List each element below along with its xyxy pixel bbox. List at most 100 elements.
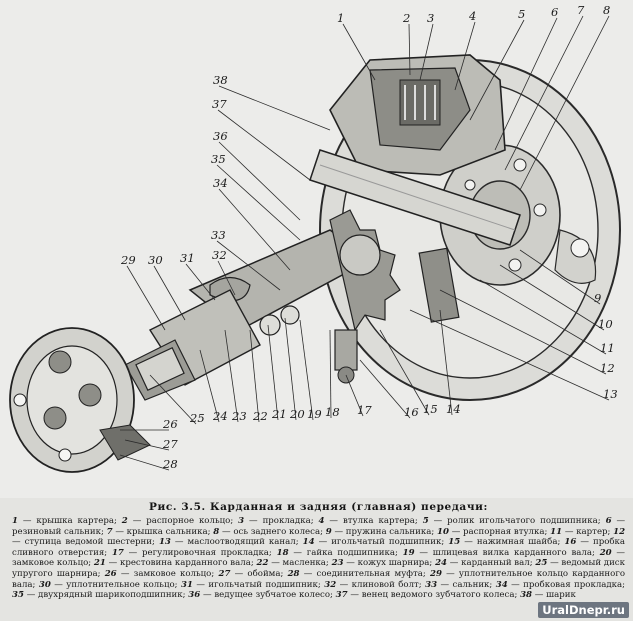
legend-item: 3 — прокладка;: [238, 516, 314, 526]
legend-number: 28: [287, 568, 300, 579]
legend-text: карданный вал;: [461, 558, 533, 569]
legend-text: замковое кольцо;: [133, 568, 215, 579]
legend-number: 33: [425, 579, 438, 590]
callout-number: 29: [120, 253, 136, 267]
legend-item: 16 — пробка сливного отверстия;: [12, 537, 625, 558]
legend-text: ступица ведомой шестерни;: [24, 537, 155, 548]
legend-number: 7: [106, 526, 113, 537]
legend-text: резиновый сальник;: [12, 526, 104, 537]
callout-number: 13: [603, 387, 618, 401]
legend-text: сальник;: [452, 579, 493, 590]
callout-leader-line: [216, 164, 301, 241]
legend-text: распорная втулка;: [463, 526, 548, 537]
legend-item: 7 — крышка сальника;: [106, 526, 211, 537]
legend-text: распорное кольцо;: [146, 516, 234, 526]
legend-item: 8 — ось заднего колеса;: [213, 526, 323, 537]
legend-text: маслоотводящий канал;: [187, 537, 299, 548]
legend-number: 10: [436, 526, 449, 537]
callout-leader-line: [218, 141, 301, 221]
legend-item: 2 — распорное кольцо;: [121, 516, 234, 526]
callout-number: 25: [189, 411, 205, 425]
callout-number: 2: [402, 11, 410, 25]
legend-number: 29: [429, 568, 442, 579]
callout-leader-line: [284, 317, 297, 421]
legend-item: 12 — ступица ведомой шестерни;: [12, 526, 625, 548]
callout-number: 34: [213, 176, 228, 190]
callout-number: 6: [551, 5, 558, 19]
legend-text: кожух шарнира;: [357, 558, 433, 569]
legend-item: 38 — шарик: [520, 590, 576, 601]
legend-number: 37: [335, 590, 348, 601]
legend-number: 11: [550, 526, 563, 537]
legend-number: 22: [256, 558, 269, 569]
legend-text: масленка;: [282, 558, 329, 569]
legend-text: пробковая прокладка;: [523, 579, 625, 590]
legend-item: 9 — пружина сальника;: [325, 526, 435, 537]
wheel-axle: [309, 149, 521, 246]
legend-text: пружина сальника;: [345, 526, 435, 537]
callout-number: 9: [594, 291, 601, 305]
caption-legend: 1 — крышка картера; 2 — распорное кольцо…: [12, 516, 625, 620]
legend-number: 21: [93, 558, 106, 569]
legend-item: 6 — резиновый сальник;: [12, 516, 625, 537]
legend-number: 27: [218, 568, 231, 579]
legend-text: шарик: [546, 590, 576, 601]
legend-text: прокладка;: [262, 516, 314, 526]
pinion-and-shaft: [188, 209, 460, 384]
legend-number: 2: [121, 516, 128, 526]
callout-leader-line: [153, 265, 186, 321]
legend-text: ролик игольчатого подшипника;: [447, 516, 601, 526]
gear-cover: [329, 54, 506, 176]
callout-leader-line: [409, 309, 610, 401]
callout-number: 3: [427, 11, 434, 25]
legend-text: крестовина карданного вала;: [119, 558, 254, 569]
legend-item: 37 — венец ведомого зубчатого колеса;: [335, 590, 518, 601]
legend-number: 31: [180, 579, 193, 590]
callout-number: 32: [212, 248, 227, 262]
legend-text: ведущее зубчатое колесо;: [214, 590, 333, 601]
legend-item: 18 — гайка подшипника;: [276, 547, 398, 558]
legend-item: 36 — ведущее зубчатое колесо;: [188, 590, 333, 601]
legend-item: 23 — кожух шарнира;: [331, 558, 433, 569]
callout-number: 8: [603, 3, 610, 17]
site-watermark: UralDnepr.ru: [538, 602, 629, 618]
callout-number: 23: [231, 409, 247, 423]
callout-number: 26: [162, 417, 178, 431]
legend-item: 19 — шлицевая вилка карданного вала;: [402, 547, 595, 558]
legend-text: игольчатый подшипник;: [331, 537, 445, 548]
callout-leader-line: [299, 319, 314, 421]
legend-item: 22 — масленка;: [256, 558, 329, 569]
callout-number: 1: [337, 11, 344, 25]
callout-leader-line: [249, 329, 260, 423]
legend-number: 9: [325, 526, 332, 537]
legend-item: 29 — уплотнительное кольцо карданного ва…: [12, 568, 625, 590]
legend-item: 26 — замковое кольцо;: [104, 568, 215, 579]
callout-number: 21: [271, 407, 287, 421]
callout-leader-line: [479, 279, 607, 355]
callout-number: 30: [148, 253, 163, 267]
legend-text: пробка сливного отверстия;: [12, 537, 625, 558]
callout-leader-line: [329, 329, 332, 419]
callout-number: 37: [212, 97, 227, 111]
legend-text: двухрядный шарикоподшипник;: [38, 590, 186, 601]
callout-number: 38: [213, 73, 228, 87]
callout-number: 15: [423, 402, 438, 416]
legend-number: 38: [520, 590, 533, 601]
callout-leader-line: [359, 359, 411, 419]
legend-item: 5 — ролик игольчатого подшипника;: [422, 516, 601, 526]
callout-number: 33: [211, 228, 226, 242]
callout-leader-line: [126, 265, 166, 331]
legend-item: 35 — двухрядный шарикоподшипник;: [12, 590, 186, 601]
legend-text: крышка картера;: [36, 516, 117, 526]
legend-text: нажимная шайба;: [476, 537, 561, 548]
legend-item: 13 — маслоотводящий канал;: [158, 537, 299, 548]
legend-item: 1 — крышка картера;: [12, 516, 117, 526]
callout-number: 16: [404, 405, 419, 419]
legend-number: 35: [12, 590, 24, 601]
legend-number: 26: [104, 568, 117, 579]
legend-number: 3: [238, 516, 245, 526]
legend-item: 21 — крестовина карданного вала;: [93, 558, 254, 569]
caption-title: Рис. 3.5. Карданная и задняя (главная) п…: [149, 501, 488, 513]
callout-leader-line: [199, 349, 220, 423]
legend-number: 32: [324, 579, 337, 590]
